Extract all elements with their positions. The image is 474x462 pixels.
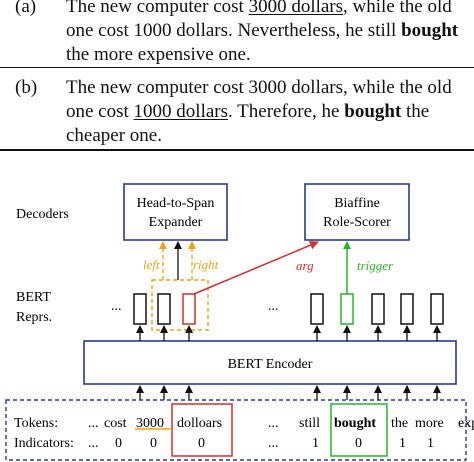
tokens-label: Tokens: bbox=[14, 416, 58, 431]
example-a-label: (a) bbox=[15, 0, 37, 17]
indicator-still: 1 bbox=[312, 436, 319, 451]
token-expensive: expensive bbox=[458, 416, 474, 431]
repr-box-2 bbox=[157, 293, 171, 325]
trigger-token-box bbox=[330, 403, 388, 457]
arg-arrow bbox=[193, 240, 319, 295]
token-ellipsis-mid: ... bbox=[268, 416, 279, 431]
bert-repr-label-line1: BERT bbox=[16, 290, 51, 305]
repr-box-4 bbox=[310, 293, 324, 325]
indicator-bought: 0 bbox=[355, 436, 362, 451]
repr-ellipsis-mid: ... bbox=[268, 299, 279, 314]
repr-ellipsis-left: ... bbox=[111, 299, 122, 314]
example-a-argument: 3000 dollars bbox=[248, 0, 344, 17]
token-still: still bbox=[299, 416, 320, 431]
token-more: more bbox=[415, 416, 444, 431]
token-ellipsis-left: ... bbox=[88, 416, 99, 431]
bert-encoder-label: BERT Encoder bbox=[228, 357, 313, 372]
bert-repr-label-line2: Reprs. bbox=[16, 310, 52, 325]
indicators-label: Indicators: bbox=[14, 436, 74, 451]
token-to-encoder-arrows bbox=[136, 385, 441, 400]
repr-box-argument bbox=[182, 293, 196, 325]
trigger-label: trigger bbox=[357, 258, 394, 273]
right-label: right bbox=[193, 257, 219, 272]
repr-box-1 bbox=[133, 293, 147, 325]
expander-box bbox=[123, 183, 228, 241]
expander-label-line1: Head-to-Span bbox=[137, 196, 215, 211]
indicator-ellipsis-left: ... bbox=[88, 436, 99, 451]
indicator-cost: 0 bbox=[115, 436, 122, 451]
example-b-argument: 1000 dollars bbox=[133, 101, 229, 122]
token-dolloars: dolloars bbox=[177, 416, 222, 431]
table-divider bbox=[0, 67, 474, 69]
argument-token-box bbox=[171, 403, 233, 457]
token-the: the bbox=[391, 416, 408, 431]
example-b-text: The new computer cost 3000 dollars, whil… bbox=[66, 77, 452, 146]
expander-label-line2: Expander bbox=[149, 215, 203, 230]
scorer-box bbox=[304, 183, 410, 241]
scorer-label-line2: Role-Scorer bbox=[323, 215, 391, 230]
left-label: left bbox=[143, 257, 160, 272]
repr-box-8 bbox=[430, 293, 444, 325]
encoder-to-repr-arrows bbox=[136, 325, 441, 341]
example-b-trigger: bought bbox=[344, 101, 402, 122]
repr-box-7 bbox=[400, 293, 414, 325]
tokens-row: ... cost 3000 dolloars ... still bought … bbox=[88, 416, 474, 431]
table-bottom-rule bbox=[0, 149, 474, 151]
arg-label: arg bbox=[296, 258, 314, 273]
scorer-label-line1: Biaffine bbox=[334, 196, 380, 211]
example-a-trigger: bought bbox=[401, 20, 459, 41]
indicator-ellipsis-mid: ... bbox=[268, 436, 279, 451]
repr-box-6 bbox=[371, 293, 385, 325]
indicator-dolloars: 0 bbox=[198, 436, 205, 451]
input-frame bbox=[5, 399, 467, 461]
repr-row bbox=[133, 293, 444, 325]
indicator-3000: 0 bbox=[150, 436, 157, 451]
indicators-row: ... 0 0 0 ... 1 0 1 1 bbox=[88, 436, 434, 451]
indicator-the: 1 bbox=[399, 436, 406, 451]
decoders-label: Decoders bbox=[16, 207, 69, 222]
examples-table: (a) The new computer cost 3000 dollars, … bbox=[0, 0, 474, 151]
span-group-box bbox=[151, 279, 209, 331]
token-cost: cost bbox=[104, 416, 127, 431]
repr-box-trigger bbox=[340, 293, 354, 325]
example-b-label: (b) bbox=[15, 77, 38, 98]
indicator-more: 1 bbox=[427, 436, 434, 451]
bert-encoder-box bbox=[83, 340, 457, 385]
token-3000: 3000 bbox=[136, 416, 164, 431]
token-bought: bought bbox=[334, 416, 376, 431]
example-a-text: The new computer cost 3000 dollars, whil… bbox=[66, 0, 470, 67]
